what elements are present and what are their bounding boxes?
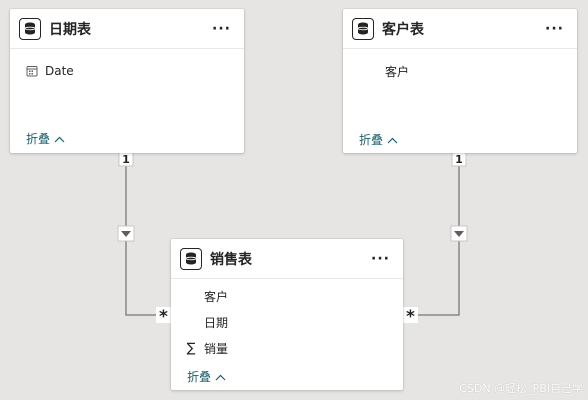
collapse-label: 折叠 (359, 133, 384, 147)
cardinality-many-date: * (156, 307, 171, 327)
field-label: 客户 (204, 289, 229, 304)
collapse-button[interactable]: 折叠 (187, 368, 226, 385)
field-item[interactable]: 日期 (182, 309, 403, 335)
table-title: 客户表 (382, 21, 424, 38)
collapse-button[interactable]: 折叠 (359, 131, 398, 148)
table-card-sales[interactable]: 销售表 ··· 客户 日期 ∑ 销量 折叠 (171, 239, 403, 390)
table-card-header[interactable]: 日期表 ··· (10, 9, 244, 49)
cardinality-many-customer-label: * (406, 307, 415, 327)
field-label: 销量 (204, 341, 229, 356)
table-card-customer[interactable]: 客户表 ··· 客户 折叠 (343, 9, 577, 153)
sigma-icon: ∑ (186, 340, 196, 356)
chevron-up-icon (387, 133, 398, 147)
more-options-icon[interactable]: ··· (371, 250, 390, 267)
table-icon (352, 17, 374, 40)
field-item[interactable]: ∑ 销量 (182, 335, 403, 361)
chevron-up-icon (215, 370, 226, 384)
filter-direction-arrow-customer (450, 225, 468, 242)
field-item[interactable]: 客户 (363, 58, 577, 84)
calendar-icon (23, 65, 41, 77)
filter-direction-arrow-date (117, 225, 135, 242)
cardinality-one-date-label: 1 (122, 153, 130, 166)
field-label: 客户 (385, 64, 410, 79)
cardinality-many-customer: * (403, 307, 418, 327)
more-options-icon[interactable]: ··· (212, 20, 231, 37)
collapse-label: 折叠 (26, 132, 51, 146)
field-label: Date (45, 64, 74, 78)
field-label: 日期 (204, 315, 229, 330)
collapse-label: 折叠 (187, 370, 212, 384)
table-icon (180, 247, 202, 270)
table-title: 日期表 (49, 21, 91, 38)
cardinality-one-date: 1 (118, 151, 134, 167)
cardinality-one-customer: 1 (451, 151, 467, 167)
field-item[interactable]: Date (23, 58, 244, 84)
table-icon (19, 17, 41, 40)
watermark: CSDN @轻松_PBI自己学 (459, 382, 583, 395)
collapse-button[interactable]: 折叠 (26, 130, 65, 147)
table-card-date[interactable]: 日期表 ··· Date 折叠 (10, 9, 244, 153)
more-options-icon[interactable]: ··· (545, 20, 564, 37)
field-item[interactable]: 客户 (182, 283, 403, 309)
table-title: 销售表 (210, 251, 252, 268)
relationship-line-customer-sales (403, 153, 460, 316)
table-card-header[interactable]: 客户表 ··· (343, 9, 577, 49)
chevron-up-icon (54, 132, 65, 146)
cardinality-many-date-label: * (159, 307, 168, 327)
table-card-header[interactable]: 销售表 ··· (171, 239, 403, 279)
cardinality-one-customer-label: 1 (455, 153, 463, 166)
